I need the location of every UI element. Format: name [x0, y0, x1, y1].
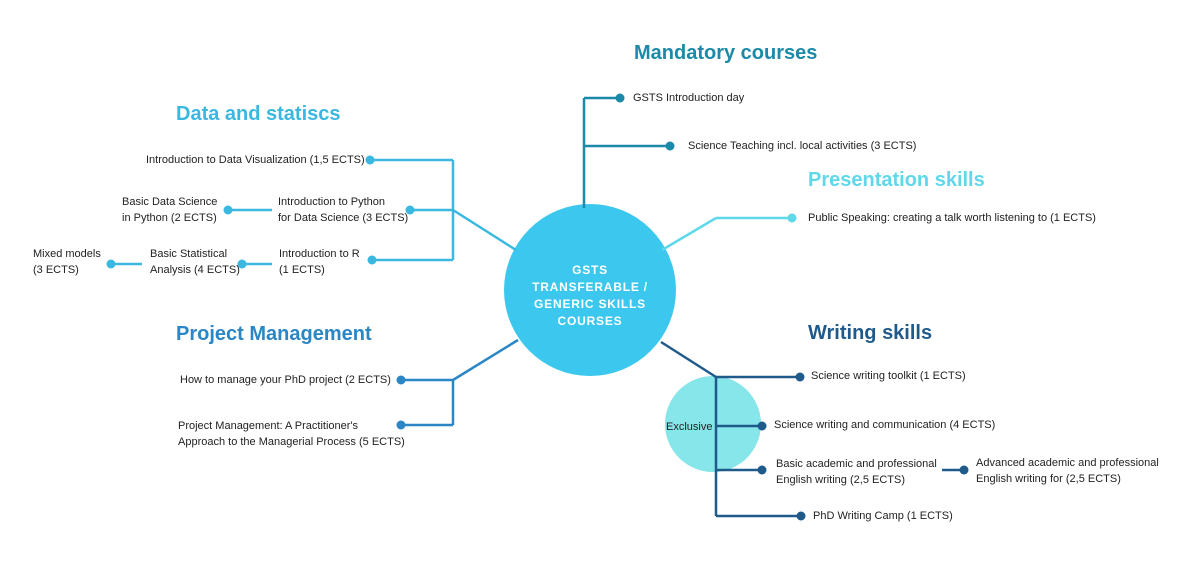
presentation-item-speaking: Public Speaking: creating a talk worth l… [808, 212, 1096, 224]
mandatory-connectors [582, 93, 675, 208]
project-node-manage [396, 375, 406, 385]
project-item-manage: How to manage your PhD project (2 ECTS) [180, 374, 391, 386]
mandatory-node-teaching [665, 141, 675, 151]
center-label-line: GSTS [572, 263, 608, 277]
text-line: in Python (2 ECTS) [122, 212, 217, 224]
center-label-line: COURSES [557, 314, 623, 328]
project-spoke [452, 338, 519, 382]
exclusive-bubble [665, 376, 761, 472]
data-item-python-intro: Introduction to Python for Data Science … [278, 194, 408, 226]
data-item-mixed-models: Mixed models (3 ECTS) [33, 246, 101, 278]
center-label-line: TRANSFERABLE / [532, 280, 648, 294]
presentation-connectors [661, 213, 797, 252]
center-hub-circle [504, 204, 676, 376]
text-line: English writing (2,5 ECTS) [776, 474, 905, 486]
text-line: English writing for (2,5 ECTS) [976, 473, 1121, 485]
text-line: Project Management: A Practitioner's [178, 420, 359, 432]
writing-item-toolkit: Science writing toolkit (1 ECTS) [811, 370, 966, 382]
mandatory-courses-heading: Mandatory courses [634, 42, 818, 64]
data-node-mixed [106, 259, 116, 269]
text-line: (1 ECTS) [279, 264, 325, 276]
text-line: Advanced academic and professional [976, 457, 1159, 469]
presentation-spoke [661, 216, 717, 252]
text-line: Mixed models [33, 248, 101, 260]
writing-node-advanced-english [959, 465, 969, 475]
writing-node-camp [796, 511, 806, 521]
project-management-heading: Project Management [176, 323, 372, 345]
text-line: Basic Statistical [150, 248, 228, 260]
data-item-r-intro: Introduction to R (1 ECTS) [279, 246, 360, 278]
text-line: Basic academic and professional [776, 458, 937, 470]
project-connectors [396, 338, 519, 430]
data-node-python-basic [223, 205, 233, 215]
project-node-practitioner [396, 420, 406, 430]
mandatory-node-intro-day [615, 93, 625, 103]
data-connectors [106, 155, 517, 269]
mandatory-item-intro-day: GSTS Introduction day [633, 92, 745, 104]
writing-skills-heading: Writing skills [808, 322, 933, 344]
text-line: (3 ECTS) [33, 264, 79, 276]
data-item-python-basic: Basic Data Science in Python (2 ECTS) [122, 194, 217, 226]
mandatory-item-teaching: Science Teaching incl. local activities … [688, 140, 917, 152]
writing-item-camp: PhD Writing Camp (1 ECTS) [813, 510, 953, 522]
writing-item-advanced-english: Advanced academic and professional Engli… [976, 455, 1159, 487]
text-line: for Data Science (3 ECTS) [278, 212, 409, 224]
text-line: Introduction to Python [278, 196, 386, 208]
presentation-node-speaking [787, 213, 797, 223]
presentation-skills-heading: Presentation skills [808, 169, 985, 191]
writing-node-communication [757, 421, 767, 431]
writing-item-basic-english: Basic academic and professional English … [776, 456, 937, 488]
data-node-viz [365, 155, 375, 165]
data-spoke [452, 208, 517, 252]
data-node-python [405, 205, 415, 215]
data-node-stat-basic [237, 259, 247, 269]
text-line: Approach to the Managerial Process (5 EC… [178, 436, 405, 448]
data-node-r [367, 255, 377, 265]
text-line: Introduction to R [279, 248, 360, 260]
text-line: Basic Data Science [122, 196, 218, 208]
data-item-stat-basic: Basic Statistical Analysis (4 ECTS) [150, 246, 240, 278]
writing-node-basic-english [757, 465, 767, 475]
data-statistics-heading: Data and statiscs [176, 103, 341, 125]
writing-connectors [660, 340, 969, 521]
exclusive-label: Exclusive [666, 421, 713, 433]
writing-spoke [660, 340, 717, 379]
text-line: Analysis (4 ECTS) [150, 264, 240, 276]
project-item-practitioner: Project Management: A Practitioner's App… [178, 418, 405, 450]
center-hub-label: GSTS TRANSFERABLE / GENERIC SKILLS COURS… [505, 262, 675, 330]
center-label-line: GENERIC SKILLS [534, 297, 646, 311]
writing-node-toolkit [795, 372, 805, 382]
writing-item-communication: Science writing and communication (4 ECT… [774, 419, 996, 431]
data-item-visualization: Introduction to Data Visualization (1,5 … [146, 154, 365, 166]
